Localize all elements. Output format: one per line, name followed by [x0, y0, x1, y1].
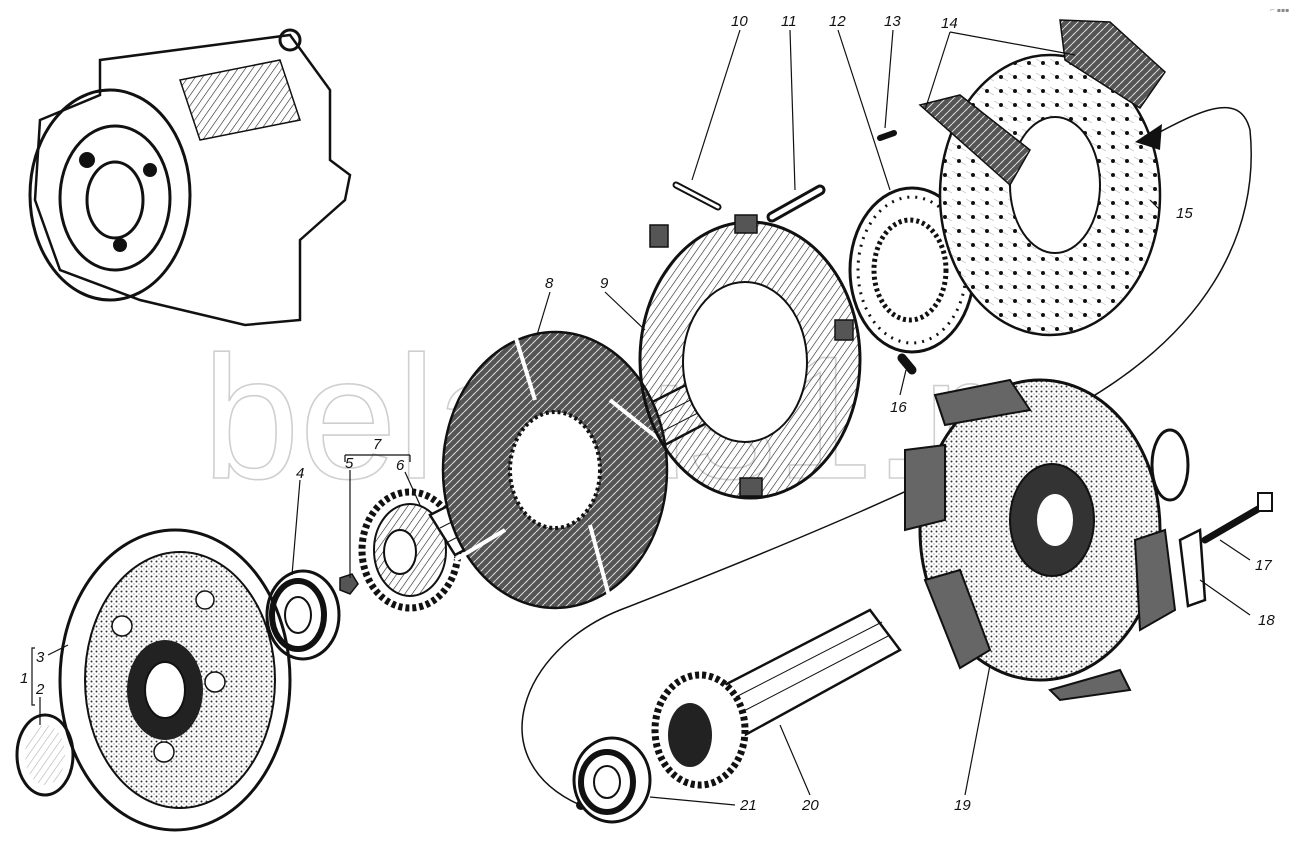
friction-disc — [918, 19, 1166, 337]
callout-numbers: 1 2 3 4 5 6 7 8 9 10 11 12 13 14 15 16 1… — [20, 13, 1275, 814]
screw-13 — [877, 130, 897, 141]
bearing-4 — [265, 569, 341, 661]
pressure-plate — [638, 214, 862, 500]
callout-10: 10 — [731, 13, 748, 30]
callout-6: 6 — [396, 457, 405, 474]
callout-12: 12 — [829, 13, 846, 30]
callout-19: 19 — [954, 797, 971, 814]
callout-2: 2 — [35, 681, 45, 698]
bolt-11 — [766, 184, 826, 223]
callout-11: 11 — [781, 13, 797, 30]
bearing-21 — [572, 736, 652, 824]
driven-disc — [441, 330, 669, 610]
callout-13: 13 — [884, 13, 901, 30]
callout-17: 17 — [1255, 557, 1272, 574]
corner-mark: ⌐ ▪▪▪ — [1270, 7, 1289, 14]
cap — [15, 713, 75, 797]
callout-20: 20 — [801, 797, 819, 814]
clutch-hub — [904, 378, 1190, 702]
callout-16: 16 — [890, 399, 907, 416]
callout-7: 7 — [373, 436, 382, 453]
callout-18: 18 — [1258, 612, 1275, 629]
clutch-housing — [28, 28, 352, 327]
callout-14: 14 — [941, 15, 958, 32]
screw-16 — [897, 353, 917, 375]
callout-8: 8 — [545, 275, 554, 292]
callout-15: 15 — [1176, 205, 1193, 222]
callout-1: 1 — [20, 670, 28, 687]
flywheel — [58, 528, 292, 832]
callout-9: 9 — [600, 275, 609, 292]
callout-3: 3 — [36, 649, 45, 666]
nut-5 — [339, 573, 359, 595]
lock-plate — [1178, 528, 1207, 608]
bolt-17 — [1201, 492, 1273, 544]
callout-4: 4 — [296, 465, 304, 482]
leader-lines — [31, 29, 1251, 806]
callout-5: 5 — [345, 455, 354, 472]
callout-21: 21 — [739, 797, 757, 814]
gear-shaft — [651, 608, 902, 789]
pin-10 — [672, 181, 722, 211]
